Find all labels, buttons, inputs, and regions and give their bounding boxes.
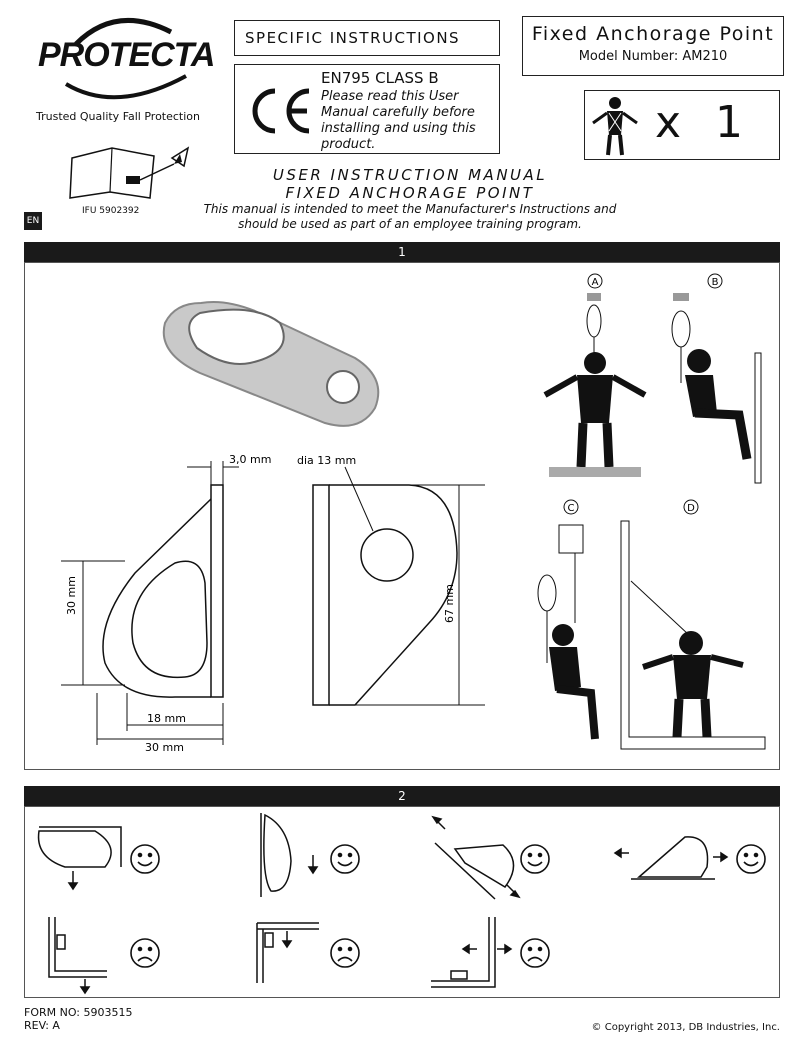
correct-install-1 bbox=[37, 826, 122, 891]
dim-thickness: 3,0 mm bbox=[229, 453, 271, 466]
smiley-happy-icon bbox=[736, 844, 766, 874]
dim-height-side: 30 mm bbox=[65, 576, 78, 615]
section-2-panel bbox=[24, 806, 780, 998]
correct-install-4 bbox=[613, 836, 729, 880]
smiley-happy-icon bbox=[130, 844, 160, 874]
scenario-d-figure: D bbox=[620, 499, 766, 750]
smiley-sad-icon bbox=[130, 938, 160, 968]
form-number: FORM NO: 5903515 bbox=[24, 1006, 133, 1019]
manual-title-line2: FIXED ANCHORAGE POINT bbox=[285, 184, 535, 202]
ifu-number: IFU 5902392 bbox=[82, 206, 140, 216]
smiley-happy-icon bbox=[520, 844, 550, 874]
smiley-sad-icon bbox=[520, 938, 550, 968]
logo-swoosh-icon bbox=[64, 18, 187, 100]
scenario-label-d: D bbox=[687, 503, 695, 514]
brand-tagline: Trusted Quality Fall Protection bbox=[36, 110, 201, 123]
single-user-box: x 1 bbox=[584, 90, 780, 160]
smiley-sad-icon bbox=[330, 938, 360, 968]
section-2-bar: 2 bbox=[24, 786, 780, 806]
product-title: Fixed Anchorage Point bbox=[531, 23, 775, 45]
correct-install-2 bbox=[260, 813, 319, 897]
standard-label: EN795 CLASS B bbox=[321, 69, 439, 87]
scenario-c-figure: C bbox=[537, 499, 599, 740]
brand-name: PROTECTA bbox=[38, 36, 215, 74]
scenario-a-figure: A bbox=[543, 273, 647, 477]
scenario-label-b: B bbox=[712, 277, 719, 288]
manual-title: USER INSTRUCTION MANUAL FIXED ANCHORAGE … bbox=[190, 166, 630, 202]
dim-hole: dia 13 mm bbox=[297, 454, 356, 467]
footer-form-info: FORM NO: 5903515 REV: A bbox=[24, 1006, 133, 1032]
copyright: © Copyright 2013, DB Industries, Inc. bbox=[591, 1022, 780, 1033]
incorrect-install-1 bbox=[48, 917, 107, 995]
dim-total-height: 67 mm bbox=[443, 584, 456, 623]
correct-install-3 bbox=[431, 815, 521, 900]
section-1-panel: 3,0 mm 30 mm 18 mm 30 mm dia 13 mm 67 mm… bbox=[24, 262, 780, 770]
product-title-box: Fixed Anchorage Point Model Number: AM21… bbox=[522, 16, 784, 76]
smiley-happy-icon bbox=[330, 844, 360, 874]
front-view-drawing bbox=[312, 466, 485, 706]
scenario-b-figure: B bbox=[671, 273, 762, 484]
specific-instructions-label: SPECIFIC INSTRUCTIONS bbox=[234, 20, 500, 56]
ce-mark-icon bbox=[252, 88, 310, 134]
dim-outer-width: 30 mm bbox=[145, 741, 184, 754]
revision: REV: A bbox=[24, 1019, 60, 1032]
section-1-bar: 1 bbox=[24, 242, 780, 262]
incorrect-install-2 bbox=[256, 922, 319, 983]
incorrect-install-3 bbox=[431, 917, 513, 988]
brand-logo bbox=[36, 14, 196, 104]
users-count: x 1 bbox=[655, 97, 754, 148]
section-2-figures bbox=[37, 813, 766, 995]
side-view-drawing bbox=[61, 461, 239, 745]
ce-notice-text: Please read this User Manual carefully b… bbox=[321, 89, 476, 152]
dim-inner-width: 18 mm bbox=[147, 712, 186, 725]
person-harness-icon bbox=[592, 97, 638, 156]
manual-title-line1: USER INSTRUCTION MANUAL bbox=[272, 166, 548, 184]
language-tag: EN bbox=[24, 212, 42, 230]
section-1-figures: 3,0 mm 30 mm 18 mm 30 mm dia 13 mm 67 mm… bbox=[61, 273, 766, 754]
manual-intro: This manual is intended to meet the Manu… bbox=[203, 202, 617, 231]
model-number: Model Number: AM210 bbox=[578, 49, 728, 64]
scenario-label-c: C bbox=[568, 503, 575, 514]
anchor-photo bbox=[162, 301, 380, 427]
ce-notice-box: EN795 CLASS B Please read this User Manu… bbox=[234, 64, 500, 154]
scenario-label-a: A bbox=[592, 277, 599, 288]
read-manual-icon bbox=[66, 140, 206, 208]
